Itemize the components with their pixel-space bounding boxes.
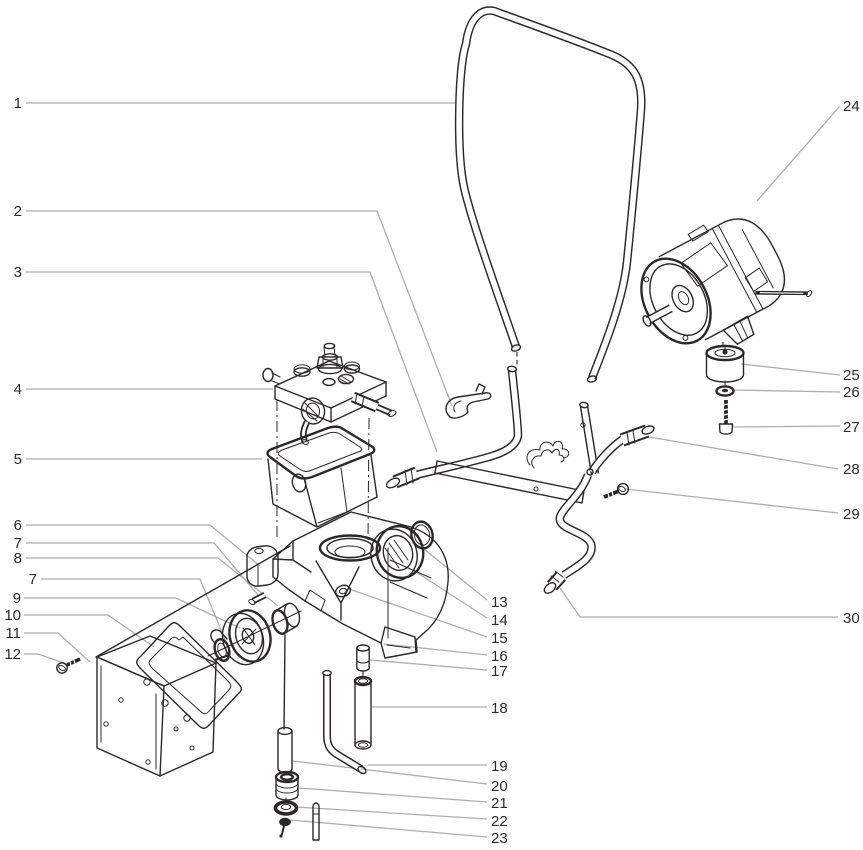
callout-label-12: 12 bbox=[4, 646, 21, 663]
part-block-6 bbox=[246, 545, 279, 587]
part-pump-housing bbox=[272, 511, 449, 659]
callout-label-13: 13 bbox=[491, 594, 508, 611]
leader-28 bbox=[648, 436, 839, 470]
callout-label-5: 5 bbox=[14, 451, 22, 468]
leader-3 bbox=[26, 271, 438, 453]
callout-label-23: 23 bbox=[491, 830, 508, 847]
part-pail-hook bbox=[445, 383, 492, 419]
leader-21 bbox=[298, 787, 488, 803]
part-return-tube-19 bbox=[322, 669, 367, 775]
part-pin-7 bbox=[248, 592, 267, 606]
callout-label-18: 18 bbox=[491, 700, 508, 717]
leader-16 bbox=[383, 643, 488, 656]
centerline-right bbox=[367, 417, 370, 541]
callout-label-1: 1 bbox=[14, 95, 22, 112]
leader-25 bbox=[740, 363, 841, 376]
leader-7b bbox=[41, 578, 227, 643]
part-belt-guard-cover bbox=[96, 635, 217, 777]
leader-15 bbox=[348, 588, 488, 638]
leader-20 bbox=[292, 760, 488, 785]
part-electric-motor bbox=[640, 218, 813, 345]
leader-26 bbox=[732, 389, 841, 393]
part-pulley-wheel bbox=[221, 609, 272, 666]
callout-label-6: 6 bbox=[14, 517, 22, 534]
part-gasket-plate bbox=[135, 621, 243, 730]
callout-label-28: 28 bbox=[843, 461, 860, 478]
part-screw-29 bbox=[603, 482, 630, 499]
callout-label-30: 30 bbox=[843, 610, 860, 627]
callout-labels: 1 2 3 4 5 6 7 8 7 9 10 11 12 13 14 15 16… bbox=[4, 95, 859, 847]
callout-label-3: 3 bbox=[14, 264, 22, 281]
part-hairpin-clip bbox=[526, 440, 570, 469]
leader-24 bbox=[756, 105, 841, 202]
callout-label-8: 8 bbox=[14, 550, 22, 567]
part-suction-tube-18 bbox=[353, 675, 373, 750]
leader-22 bbox=[295, 806, 488, 820]
callout-label-4: 4 bbox=[14, 381, 22, 398]
callout-label-22: 22 bbox=[491, 813, 508, 830]
callout-label-20: 20 bbox=[491, 778, 508, 795]
part-clamp-7b bbox=[210, 629, 231, 662]
callout-label-7: 7 bbox=[14, 535, 22, 552]
leader-2 bbox=[26, 210, 453, 407]
callout-label-27: 27 bbox=[843, 419, 860, 436]
callout-label-26: 26 bbox=[843, 384, 860, 401]
callout-label-2: 2 bbox=[14, 203, 22, 220]
callout-label-19: 19 bbox=[491, 758, 508, 775]
callout-label-16: 16 bbox=[491, 648, 508, 665]
part-displacement-rod bbox=[283, 634, 286, 730]
part-drive-train bbox=[95, 545, 302, 730]
callout-label-24: 24 bbox=[843, 98, 860, 115]
leader-8 bbox=[26, 557, 279, 607]
part-filter-box bbox=[266, 425, 378, 528]
part-outlet-valve-17 bbox=[356, 644, 370, 677]
part-valve-handle bbox=[300, 397, 326, 445]
leader-11 bbox=[24, 632, 91, 663]
leader-23 bbox=[289, 819, 488, 838]
callout-label-11: 11 bbox=[5, 625, 21, 642]
part-screw-27 bbox=[718, 400, 734, 435]
part-filter-block bbox=[262, 342, 397, 445]
callout-label-14: 14 bbox=[491, 612, 508, 629]
leader-17 bbox=[369, 659, 488, 671]
part-inlet-stack bbox=[273, 726, 320, 841]
callout-label-25: 25 bbox=[843, 367, 860, 384]
leader-30 bbox=[559, 587, 838, 618]
callout-label-17: 17 bbox=[491, 663, 508, 680]
callout-label-7b: 7 bbox=[29, 571, 37, 588]
leader-12 bbox=[24, 653, 65, 664]
part-bearing-assembly bbox=[370, 520, 434, 582]
part-screw-12 bbox=[56, 657, 81, 674]
part-mount-cylinder-25 bbox=[705, 344, 745, 383]
leader-9 bbox=[24, 597, 241, 629]
leader-27 bbox=[732, 425, 841, 428]
leader-7 bbox=[26, 542, 259, 596]
callout-label-21: 21 bbox=[491, 795, 508, 812]
leader-29 bbox=[624, 488, 839, 514]
part-cart-frame bbox=[385, 352, 655, 594]
leader-6 bbox=[26, 524, 261, 567]
part-bushing-8 bbox=[271, 602, 301, 635]
leader-13 bbox=[423, 548, 488, 601]
part-cart-handle bbox=[454, 6, 646, 383]
part-piston-rod bbox=[312, 802, 320, 841]
callout-label-10: 10 bbox=[4, 607, 21, 624]
callout-label-29: 29 bbox=[843, 506, 860, 523]
part-seal-washer-22 bbox=[273, 797, 299, 816]
part-washer-26 bbox=[715, 380, 735, 397]
leader-14 bbox=[412, 569, 488, 619]
leader-lines bbox=[24, 102, 841, 838]
part-ball-23 bbox=[279, 817, 291, 838]
leader-10 bbox=[24, 614, 155, 648]
part-cylinder-20 bbox=[277, 726, 293, 774]
part-strainer-21 bbox=[274, 770, 300, 801]
callout-label-15: 15 bbox=[491, 630, 508, 647]
callout-label-9: 9 bbox=[13, 590, 21, 607]
